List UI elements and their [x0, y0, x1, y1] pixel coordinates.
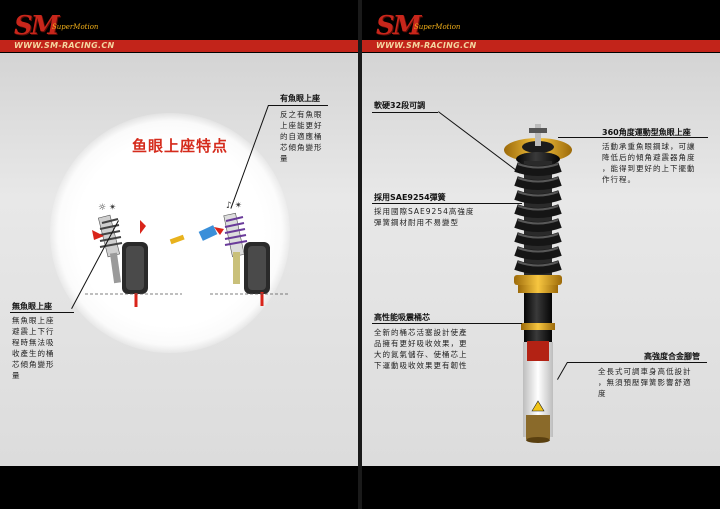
spring-label: 採用SAE9254彈簧 — [374, 193, 446, 202]
right-page: SM SuperMotion WWW.SM-RACING.CN — [362, 0, 720, 509]
damping-adjust-label: 軟硬32段可調 — [374, 101, 426, 110]
website-url: WWW.SM-RACING.CN — [376, 41, 477, 50]
desc-line: 全長式可調車身高低設計 — [598, 367, 692, 376]
coilover-product-image — [504, 124, 572, 443]
fisheye-assembly: ♪ ✴ — [198, 201, 270, 306]
spring-description: 採用國際SAE9254高強度 彈簧鋼材耐用不易變型 — [374, 206, 474, 228]
url-bar — [362, 40, 720, 52]
desc-line: 彈簧鋼材耐用不易變型 — [374, 218, 459, 227]
lock-ring — [521, 323, 555, 330]
desc-line: ，能得到更好的上下擺動 — [602, 164, 696, 173]
desc-line: 全新的桶芯活塞設計使產 — [374, 328, 468, 337]
sm-racing-logo: SM SuperMotion — [14, 11, 144, 41]
desc-line: ，無須預壓彈簧影響舒適 — [598, 378, 692, 387]
header-left: SM SuperMotion WWW.SM-RACING.CN — [0, 0, 358, 52]
page-gutter — [358, 0, 362, 509]
without-fisheye-label: 無魚眼上座 — [12, 302, 52, 311]
lower-bracket — [526, 415, 550, 439]
spring-perch — [514, 275, 562, 293]
desc-line: 的自適應桶 — [280, 132, 323, 141]
desc-line: 大的氮氣儲存、使桶芯上 — [374, 350, 468, 359]
svg-text:☼ ✴: ☼ ✴ — [98, 203, 117, 213]
spring-underline — [372, 203, 522, 204]
damping-underline — [372, 112, 438, 113]
damper-body — [524, 293, 552, 325]
page-title: 鱼眼上座特点 — [132, 137, 229, 155]
footer-left — [0, 466, 358, 509]
desc-line: 度 — [598, 389, 607, 398]
with-fisheye-underline — [268, 105, 328, 106]
logo-subtitle: SuperMotion — [52, 23, 99, 31]
coil-spring — [514, 161, 562, 281]
leg-description: 全長式可調車身高低設計 ，無須預壓彈簧影響舒適 度 — [598, 366, 692, 399]
url-bar — [0, 40, 358, 52]
with-fisheye-label: 有魚眼上座 — [280, 94, 320, 103]
desc-line: 作行程。 — [602, 175, 636, 184]
without-fisheye-underline — [10, 312, 74, 313]
leg-underline — [567, 362, 707, 363]
desc-line: 下運動吸收效果更有韌性 — [374, 361, 468, 370]
desc-line: 品擁有更好吸收效果，更 — [374, 339, 468, 348]
right-content: 軟硬32段可調 360角度運動型魚眼上座 活動承重魚眼鋼球，可讓 降低后的傾角避… — [362, 53, 720, 466]
desc-line: 降低后的傾角避震器角度 — [602, 153, 696, 162]
logo-subtitle: SuperMotion — [414, 23, 461, 31]
leg-decal — [527, 341, 549, 361]
desc-line: 活動承重魚眼鋼球，可讓 — [602, 142, 696, 151]
desc-line: 採用國際SAE9254高強度 — [374, 207, 475, 216]
desc-line: 程時無法吸 — [12, 338, 55, 347]
desc-line: 避震上下行 — [12, 327, 55, 336]
desc-line: 量 — [280, 154, 289, 163]
leg-label: 高強度合金腳管 — [644, 352, 700, 361]
website-url: WWW.SM-RACING.CN — [14, 41, 115, 50]
shock-description: 全新的桶芯活塞設計使產 品擁有更好吸收效果，更 大的氮氣儲存、使桶芯上 下運動吸… — [374, 327, 468, 371]
desc-line: 芯傾角變形 — [280, 143, 323, 152]
desc-line: 無魚眼上座 — [12, 316, 55, 325]
desc-line: 反之有魚眼 — [280, 110, 323, 119]
shock-label: 高性能吸震桶芯 — [374, 313, 430, 322]
with-fisheye-description: 反之有魚眼 上座能更好 的自適應桶 芯傾角變形 量 — [280, 109, 323, 164]
desc-line: 量 — [12, 371, 21, 380]
mount-label: 360角度運動型魚眼上座 — [602, 128, 691, 137]
mount-leader — [558, 137, 588, 138]
svg-text:♪ ✴: ♪ ✴ — [226, 201, 243, 211]
no-fisheye-assembly: ☼ ✴ — [92, 203, 148, 307]
logo-mark: SM — [376, 11, 422, 41]
fisheye-top-mount — [504, 124, 572, 166]
mount-description: 活動承重魚眼鋼球，可讓 降低后的傾角避震器角度 ，能得到更好的上下擺動 作行程。 — [602, 141, 696, 185]
desc-line: 上座能更好 — [280, 121, 323, 130]
arrow-to-fisheye — [169, 234, 185, 245]
without-fisheye-description: 無魚眼上座 避震上下行 程時無法吸 收產生的桶 芯傾角變形 量 — [12, 315, 55, 381]
mount-underline — [588, 137, 708, 138]
left-page: SM SuperMotion WWW.SM-RACING.CN 鱼眼上座特点 ☼… — [0, 0, 358, 509]
suspension-illustration: ☼ ✴ ♪ ✴ — [85, 201, 290, 307]
footer-right — [362, 466, 720, 509]
desc-line: 收產生的桶 — [12, 349, 55, 358]
logo-mark: SM — [14, 11, 60, 41]
shock-underline — [372, 323, 522, 324]
header-right: SM SuperMotion WWW.SM-RACING.CN — [362, 0, 720, 52]
left-content: 鱼眼上座特点 ☼ ✴ — [0, 53, 358, 466]
sm-racing-logo: SM SuperMotion — [376, 11, 506, 41]
desc-line: 芯傾角變形 — [12, 360, 55, 369]
